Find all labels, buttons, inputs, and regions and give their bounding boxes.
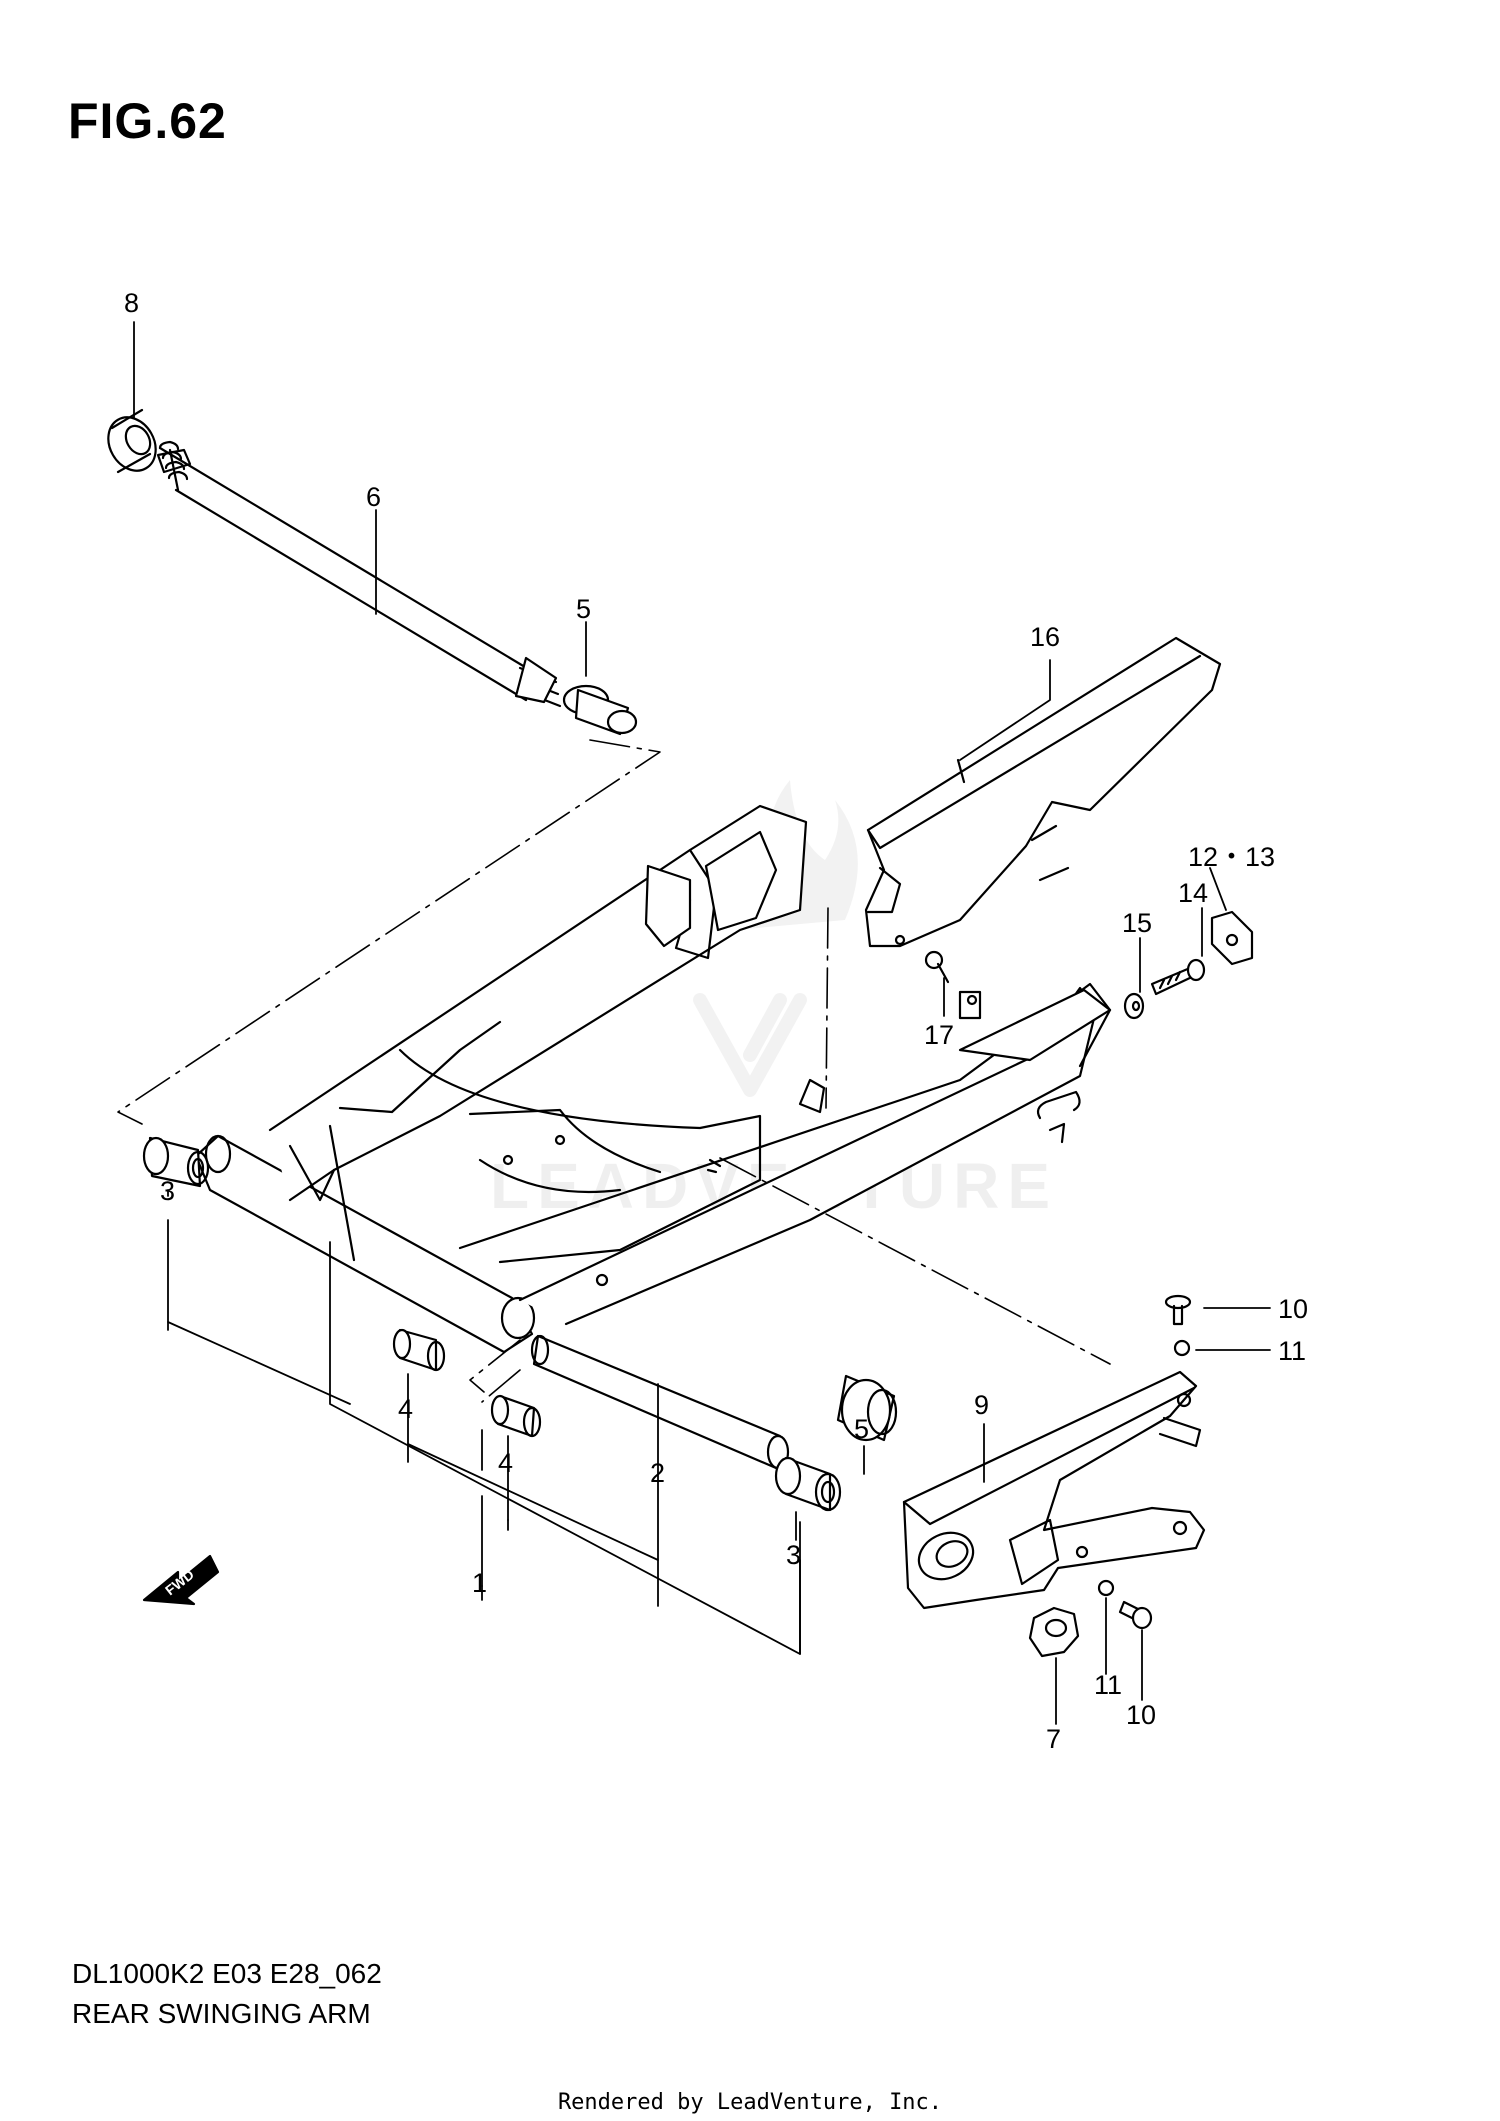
callout-2: 2 bbox=[650, 1458, 665, 1488]
part-3-bearing-right bbox=[774, 1456, 842, 1512]
callout-8: 8 bbox=[124, 288, 139, 318]
part-10-bolt-upper bbox=[1164, 1294, 1192, 1326]
callout-6: 6 bbox=[366, 482, 381, 512]
part-12-13-nut-clip bbox=[1210, 910, 1254, 966]
figure-title: FIG.62 bbox=[68, 93, 227, 149]
part-17-screw bbox=[924, 950, 950, 984]
part-3-bearing-left bbox=[142, 1136, 210, 1188]
callout-1: 1 bbox=[472, 1568, 487, 1598]
part-4-bushing-b bbox=[490, 1394, 542, 1438]
diagram-name: REAR SWINGING ARM bbox=[72, 1998, 371, 2029]
callout-5-upper: 5 bbox=[576, 594, 591, 624]
part-16-chain-case bbox=[864, 636, 1222, 948]
part-11-washer-upper bbox=[1173, 1339, 1191, 1357]
callout-4-b: 4 bbox=[498, 1448, 513, 1478]
callout-3-right: 3 bbox=[786, 1540, 801, 1570]
part-4-bushing-a bbox=[392, 1328, 446, 1372]
part-11-washer-lower bbox=[1097, 1579, 1115, 1597]
callout-4-a: 4 bbox=[398, 1394, 413, 1424]
part-7-nut bbox=[1028, 1606, 1080, 1658]
callout-numbers: 8 6 5 16 12・13 14 15 17 3 10 11 4 9 5 4 … bbox=[124, 288, 1308, 1754]
callout-7: 7 bbox=[1046, 1724, 1061, 1754]
part-14-bolt bbox=[1150, 958, 1206, 996]
part-8-nut bbox=[107, 408, 157, 474]
rendered-by-credit: Rendered by LeadVenture, Inc. bbox=[557, 2090, 943, 2115]
part-10-bolt-lower bbox=[1118, 1600, 1153, 1630]
callout-16: 16 bbox=[1030, 622, 1060, 652]
part-2-spacer-tube bbox=[530, 1334, 790, 1470]
callout-3-left: 3 bbox=[160, 1176, 175, 1206]
part-5-collar-lower bbox=[836, 1374, 898, 1442]
model-code: DL1000K2 E03 E28_062 bbox=[72, 1958, 382, 1989]
part-6-pivot-shaft bbox=[156, 440, 562, 708]
part-1-swing-arm bbox=[194, 804, 1112, 1354]
part-15-washer bbox=[1123, 992, 1145, 1020]
part-9-adjuster-plate bbox=[902, 1370, 1206, 1610]
callout-5-lower: 5 bbox=[854, 1414, 869, 1444]
assembly-guide-lines bbox=[117, 739, 1111, 1403]
callout-10-upper: 10 bbox=[1278, 1294, 1308, 1324]
callout-14: 14 bbox=[1178, 878, 1208, 908]
callout-15: 15 bbox=[1122, 908, 1152, 938]
callout-10-lower: 10 bbox=[1126, 1700, 1156, 1730]
callout-leaders bbox=[133, 321, 1271, 1725]
callout-11-lower: 11 bbox=[1094, 1670, 1122, 1700]
callout-12-13: 12・13 bbox=[1188, 842, 1275, 872]
callout-17: 17 bbox=[924, 1020, 954, 1050]
callout-11-upper: 11 bbox=[1278, 1336, 1306, 1366]
fwd-arrow-icon: FWD bbox=[142, 1554, 220, 1606]
part-5-collar-upper bbox=[562, 684, 638, 736]
callout-9: 9 bbox=[974, 1390, 989, 1420]
